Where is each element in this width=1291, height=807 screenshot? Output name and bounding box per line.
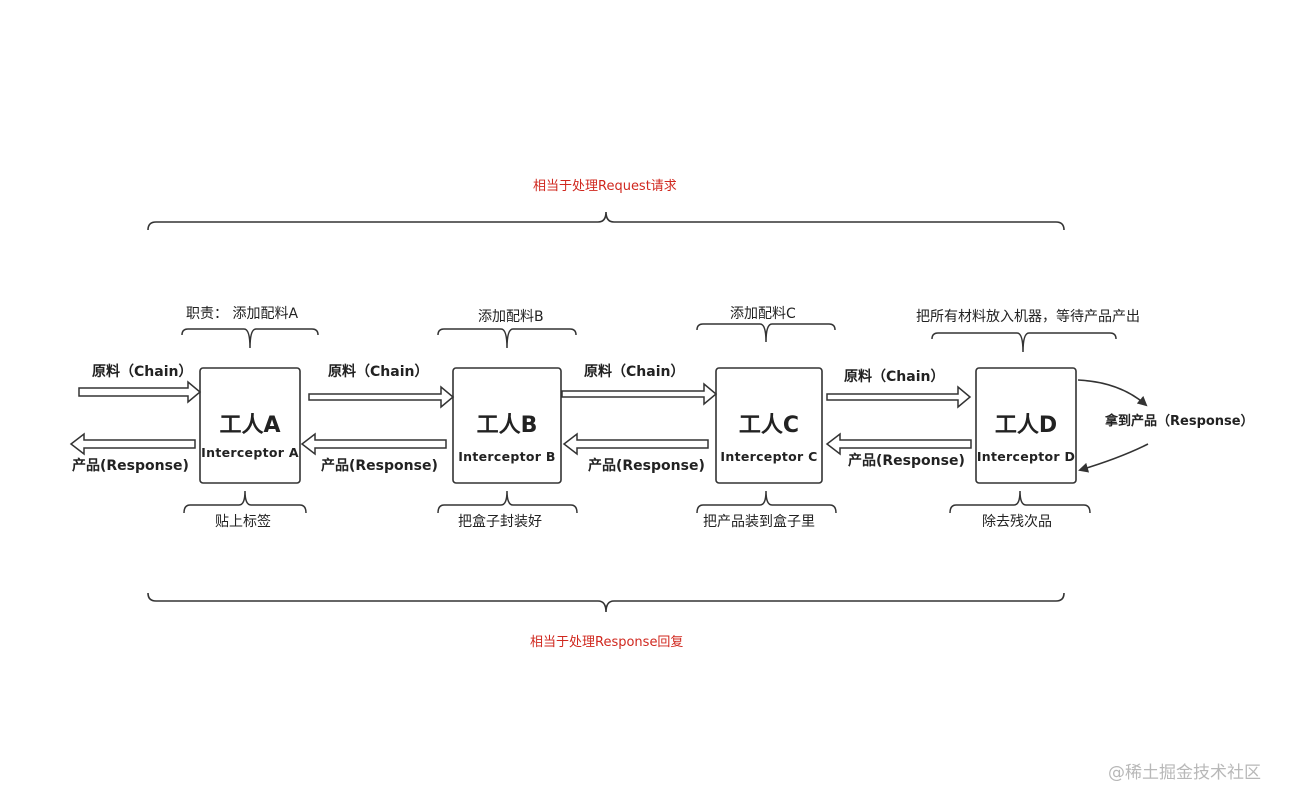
response-arrow-1 [69,432,196,456]
worker-b-duty: 添加配料B [478,309,544,325]
worker-box-a [199,367,301,484]
response-arrow-2 [300,432,447,456]
response-label-2: 产品(Response) [321,458,438,474]
brace-top-d [931,332,1117,353]
loop-label: 拿到产品（Response） [1105,414,1254,429]
watermark: @稀土掘金技术社区 [1108,763,1261,783]
response-label-1: 产品(Response) [72,458,189,474]
worker-a-interceptor: Interceptor A [201,445,299,460]
worker-c-name: 工人C [738,413,800,438]
request-label-2: 原料（Chain） [328,364,429,380]
worker-c-response-duty: 把产品装到盒子里 [703,514,815,530]
request-arrow-2 [308,385,455,409]
request-label-3: 原料（Chain） [584,364,685,380]
brace-top-c [696,323,836,343]
brace-bottom-b [437,490,578,514]
response-brace-label: 相当于处理Response回复 [530,635,684,650]
worker-box-d [975,367,1077,484]
worker-b-response-duty: 把盒子封装好 [458,514,542,530]
request-brace-label: 相当于处理Request请求 [533,179,677,194]
loop-arrow-in [1078,443,1149,473]
brace-bottom-a [183,490,307,514]
worker-d-response-duty: 除去残次品 [982,514,1052,530]
brace-bottom-c [696,490,837,514]
worker-a-name: 工人A [219,413,281,438]
worker-a-duty: 职责： 添加配料A [186,306,299,322]
brace-bottom-d [949,490,1091,514]
worker-d-duty: 把所有材料放入机器，等待产品产出 [916,309,1140,325]
bottom-brace [147,592,1065,613]
request-arrow-4 [826,385,972,409]
worker-c-interceptor: Interceptor C [720,449,818,464]
brace-top-b [437,328,577,349]
response-label-3: 产品(Response) [588,458,705,474]
worker-box-c [715,367,823,484]
worker-a-response-duty: 贴上标签 [215,514,271,530]
worker-b-interceptor: Interceptor B [458,449,556,464]
request-arrow-3 [561,382,718,406]
response-arrow-3 [562,432,709,456]
worker-b-name: 工人B [476,413,538,438]
response-label-4: 产品(Response) [848,453,965,469]
loop-arrow-out [1077,379,1148,407]
request-arrow-1 [78,380,202,404]
worker-d-name: 工人D [994,413,1058,438]
request-label-4: 原料（Chain） [844,369,945,385]
request-label-1: 原料（Chain） [92,364,193,380]
top-brace [147,211,1065,231]
worker-d-interceptor: Interceptor D [976,449,1076,464]
brace-top-a [181,328,319,349]
worker-c-duty: 添加配料C [730,306,796,322]
worker-box-b [452,367,562,484]
response-arrow-4 [825,432,972,456]
